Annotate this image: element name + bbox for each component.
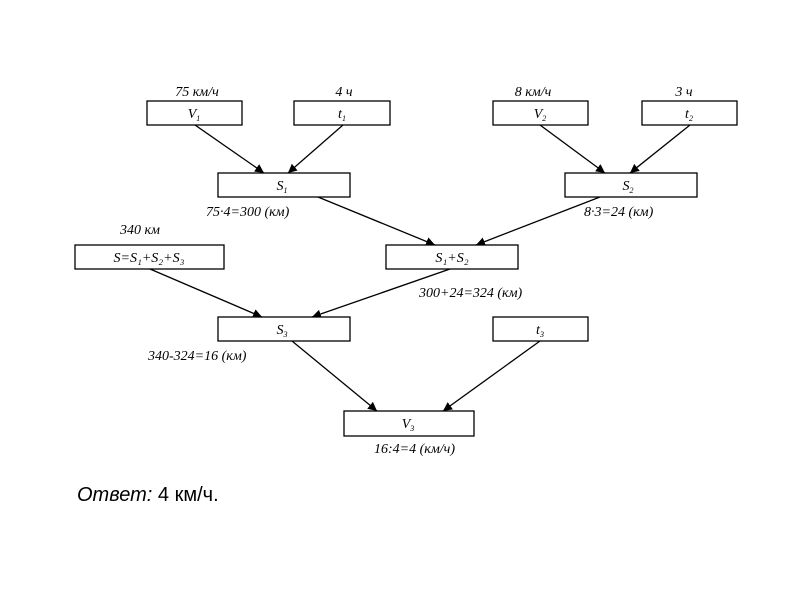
answer-line: Ответ: 4 км/ч.: [77, 484, 219, 507]
node-v2-label: V2: [534, 107, 547, 123]
edge-t1-s1: [287, 124, 344, 174]
v1-value-label: 75 км/ч: [175, 85, 219, 100]
edge-v1-s1: [194, 124, 265, 174]
node-t2-label: t2: [685, 107, 693, 123]
node-t3-label: t3: [536, 323, 544, 339]
node-s3: S3: [217, 316, 351, 342]
node-v1-label: V1: [188, 107, 201, 123]
node-t1-label: t1: [338, 107, 346, 123]
node-v2: V2: [492, 100, 589, 126]
edge-s3-v3: [291, 340, 378, 412]
edge-s1s2-s3: [311, 268, 451, 319]
edge-s-s3: [149, 268, 263, 318]
node-t3: t3: [492, 316, 589, 342]
s1s2-calc-label: 300+24=324 (км): [418, 286, 523, 301]
node-s1-plus-s2: S₁+S₂: [385, 244, 519, 270]
node-v1: V1: [146, 100, 243, 126]
node-v3-label: V3: [402, 417, 415, 433]
node-s3-label: S3: [277, 323, 288, 339]
t1-value-label: 4 ч: [335, 85, 353, 100]
node-s1: S1: [217, 172, 351, 198]
node-t2: t2: [641, 100, 738, 126]
s2-calc-label: 8·3=24 (км): [584, 205, 654, 220]
v3-calc-label: 16:4=4 (км/ч): [374, 442, 455, 457]
node-s-total-label: S=S₁+S₂+S₃: [114, 251, 185, 266]
node-s1-plus-s2-label: S₁+S₂: [435, 251, 468, 266]
s3-calc-label: 340-324=16 (км): [147, 349, 247, 364]
s1-calc-label: 75·4=300 (км): [206, 205, 290, 220]
node-s2: S2: [564, 172, 698, 198]
node-s2-label: S2: [623, 179, 634, 195]
edge-t2-s2: [629, 124, 691, 174]
edges: [149, 124, 691, 412]
answer-value: 4 км/ч.: [157, 484, 219, 506]
edge-s1-s1s2: [317, 196, 436, 246]
edge-v2-s2: [539, 124, 606, 174]
s-value-label: 340 км: [119, 223, 160, 238]
edge-t3-v3: [442, 340, 541, 412]
node-v3: V3: [343, 410, 475, 437]
node-s-total: S=S₁+S₂+S₃: [74, 244, 225, 270]
t2-value-label: 3 ч: [674, 85, 693, 100]
v2-value-label: 8 км/ч: [515, 85, 552, 100]
node-s1-label: S1: [277, 179, 288, 195]
node-t1: t1: [293, 100, 391, 126]
answer-label: Ответ:: [77, 484, 153, 506]
edge-s2-s1s2: [475, 196, 601, 246]
